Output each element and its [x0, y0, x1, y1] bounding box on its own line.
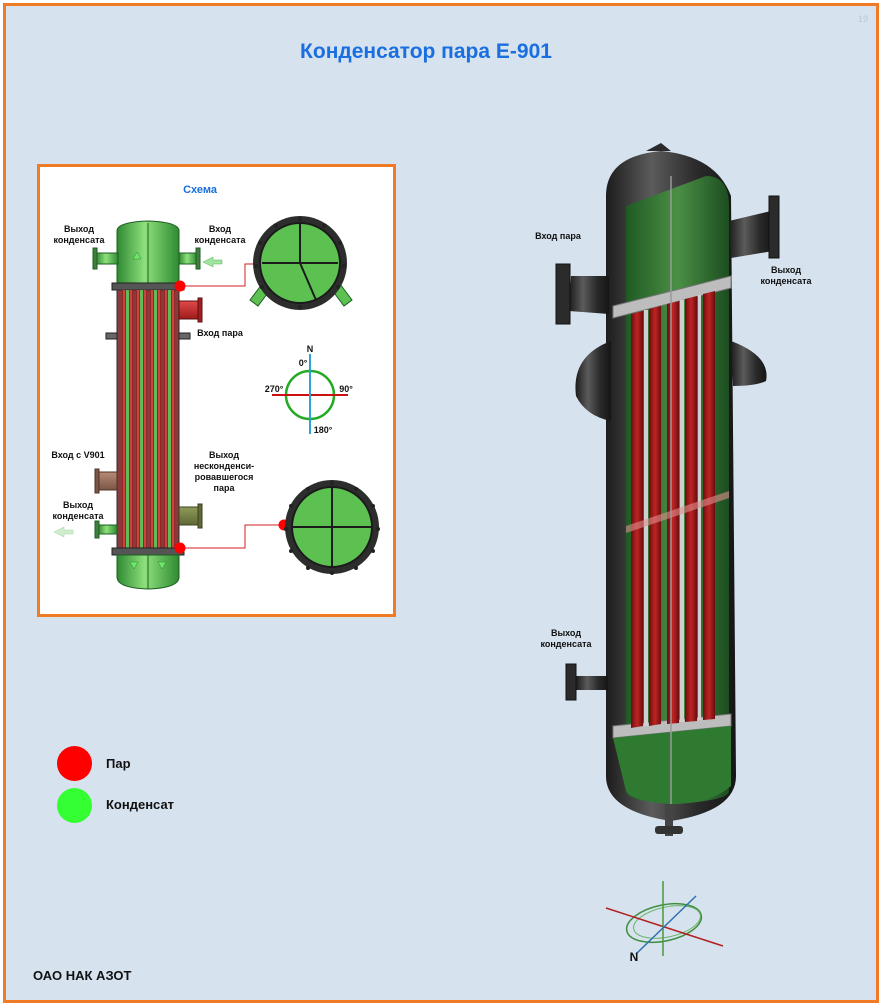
compass-270-label: 270° — [264, 384, 284, 394]
label-3d-condensate-outlet-right: Выход конденсата — [760, 265, 812, 286]
legend-steam-dot — [57, 746, 92, 781]
page-number: 19 — [857, 14, 868, 24]
label-steam-inlet: Вход пара — [197, 328, 243, 338]
page-frame: Конденсатор пара Е-901 19 Схема — [3, 3, 879, 1003]
scheme-panel: Схема — [37, 164, 396, 617]
condenser-3d-view — [555, 143, 780, 836]
page-title: Конденсатор пара Е-901 — [300, 40, 552, 63]
compass-180-label: 180° — [313, 425, 333, 435]
compass-0-label: 0° — [298, 358, 308, 368]
label-condensate-outlet-top: Выход конденсата — [53, 224, 105, 245]
company-name: ОАО НАК АЗОТ — [33, 968, 132, 983]
label-inlet-v901: Вход с V901 — [51, 450, 105, 460]
label-3d-steam-inlet: Вход пара — [535, 231, 581, 241]
legend-condensate-dot — [57, 788, 92, 823]
label-condensate-outlet-bottom: Выход конденсата — [52, 500, 104, 521]
label-uncondensed-outlet: Выход несконденси- ровавшегося пара — [193, 450, 255, 493]
label-3d-condensate-outlet-left: Выход конденсата — [540, 628, 592, 649]
scheme-title: Схема — [183, 184, 217, 196]
legend-steam-label: Пар — [106, 756, 131, 771]
compass-n-label: N — [306, 344, 314, 354]
compass-3d — [605, 881, 724, 956]
scheme-drawing — [53, 216, 380, 590]
compass-3d-n-label: N — [629, 950, 639, 964]
label-condensate-inlet-top: Вход конденсата — [194, 224, 246, 245]
compass-90-label: 90° — [339, 384, 353, 394]
legend-condensate-label: Конденсат — [106, 797, 175, 812]
